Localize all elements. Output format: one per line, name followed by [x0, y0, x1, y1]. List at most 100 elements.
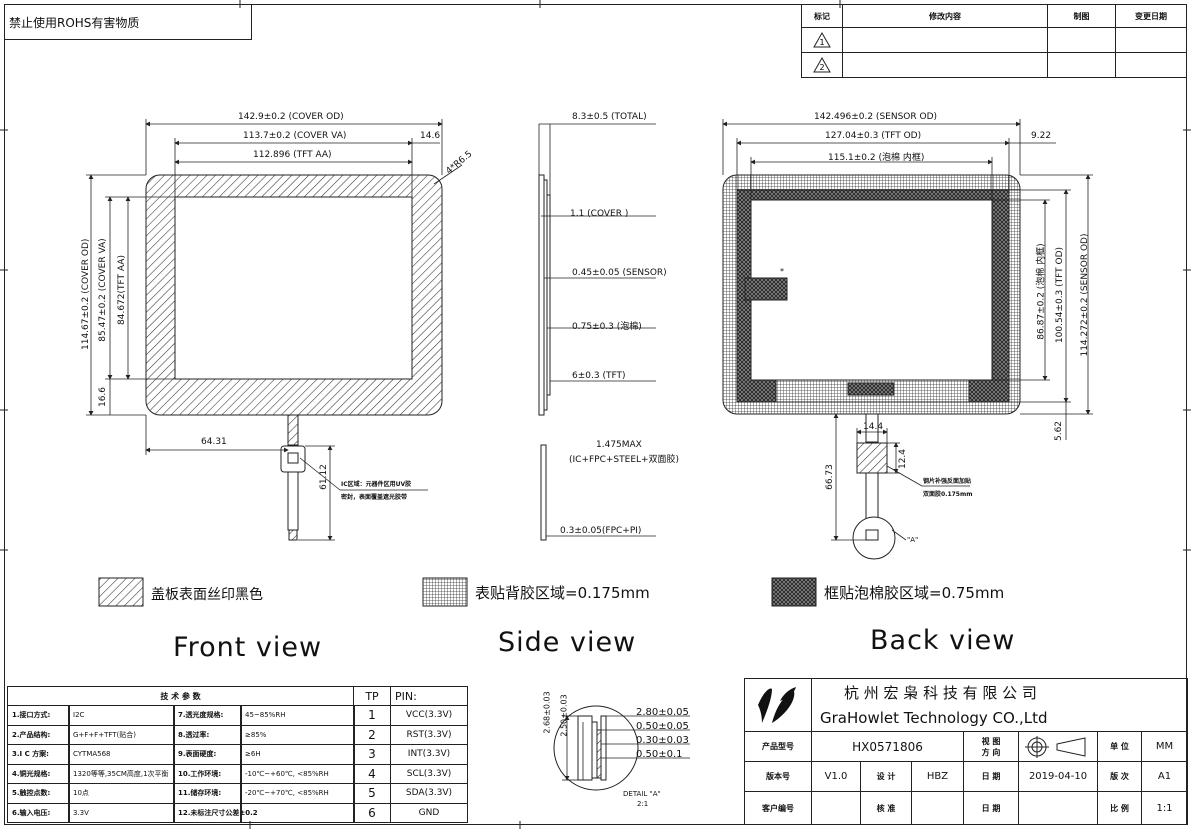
spec-cell: 11.储存环境:: [173, 783, 242, 804]
design-label: 设 计: [860, 761, 912, 792]
date2-label: 日 期: [963, 791, 1019, 825]
detail-dim-4: 0.50±0.05: [636, 721, 689, 732]
detail-scale: 2:1: [637, 800, 649, 808]
spec-cell: 3.3V: [68, 802, 175, 823]
company-logo-icon: [758, 687, 796, 723]
customer-value: [811, 791, 861, 825]
pin-header-pin: PIN:: [390, 686, 468, 706]
legend-swatch-silkscreen: [98, 577, 144, 607]
front-dim-cover-od-h: 114.67±0.2 (COVER OD): [81, 238, 91, 350]
pin-name: VCC(3.3V): [390, 705, 468, 726]
back-stiffener-note-1: 钢片补强反面加贴: [923, 478, 972, 485]
side-dim-max-1: 1.475MAX: [596, 440, 642, 450]
spec-cell: -20℃~+70℃, <85%RH: [240, 783, 355, 804]
front-dim-tft-aa-w: 112.896 (TFT AA): [253, 150, 332, 160]
detail-dim-3: 2.80±0.05: [636, 707, 689, 718]
detail-dim-1: 2.68±0.03: [542, 691, 552, 734]
scale-label: 比 例: [1097, 791, 1142, 825]
spec-cell: 1.接口方式:: [7, 705, 70, 726]
spec-cell: I2C: [68, 705, 175, 726]
front-dim-bottom-border: 16.6: [98, 386, 109, 408]
scale-value: 1:1: [1141, 791, 1188, 825]
spec-cell: CYTMA568: [68, 744, 175, 765]
date-value: 2019-04-10: [1018, 761, 1098, 792]
version-value: V1.0: [811, 761, 861, 792]
spec-cell: [240, 802, 355, 823]
spec-cell: 1320等等,35CM高度,1次平衡: [68, 763, 175, 784]
check-label: 核 准: [860, 791, 912, 825]
front-dim-tft-aa-h: 84.672(TFT AA): [117, 255, 127, 325]
spec-cell: 10点: [68, 783, 175, 804]
front-dim-fpc-offset: 64.31: [201, 437, 227, 447]
revision-triangle-icon: 2: [813, 56, 831, 73]
side-view-title: Side view: [498, 627, 637, 658]
back-view-title: Back view: [870, 625, 1016, 656]
front-dim-right-border: 14.6: [420, 131, 441, 141]
legend-silkscreen-label: 盖板表面丝印黑色: [151, 587, 263, 603]
spec-cell: -10℃~+60℃, <85%RH: [240, 763, 355, 784]
pin-name: GND: [390, 802, 468, 823]
front-view-drawing: [86, 119, 463, 541]
pin-number: 4: [353, 763, 391, 784]
spec-cell: ≥6H: [240, 744, 355, 765]
projection-symbol-icon: [1025, 735, 1086, 758]
spec-cell: G+F+F+TFT(贴合): [68, 724, 175, 745]
detail-a-drawing: [553, 705, 690, 791]
spec-cell: 4.铜光规格:: [7, 763, 70, 784]
back-dim-sensor-od-w: 142.496±0.2 (SENSOR OD): [814, 112, 938, 122]
date2-value: [1018, 791, 1098, 825]
detail-dim-5: 0.30±0.03: [636, 735, 689, 746]
spec-cell: 45~85%RH: [240, 705, 355, 726]
front-dim-cover-od-w: 142.9±0.2 (COVER OD): [238, 112, 344, 122]
front-ic-note-2: 密封，表面覆盖遮光胶带: [341, 494, 408, 501]
back-dim-tft-od-w: 127.04±0.3 (TFT OD): [825, 131, 922, 141]
detail-dim-6: 0.50±0.1: [636, 749, 683, 760]
svg-text:1: 1: [819, 38, 824, 47]
unit-value: MM: [1141, 731, 1188, 762]
revision-triangle-icon: 1: [813, 31, 831, 48]
front-dim-cover-va-w: 113.7±0.2 (COVER VA): [243, 131, 347, 141]
pin-number: 2: [353, 724, 391, 745]
spec-cell: 3.I C 方案:: [7, 744, 70, 765]
side-dim-max-2: (IC+FPC+STEEL+双面胶): [569, 455, 680, 465]
side-dim-sensor: 0.45±0.05 (SENSOR): [572, 268, 667, 278]
pin-number: 3: [353, 744, 391, 765]
pin-name: SCL(3.3V): [390, 763, 468, 784]
rohs-notice: 禁止使用ROHS有害物质: [4, 4, 252, 40]
spec-cell: 2.产品结构:: [7, 724, 70, 745]
pin-header-tp: TP: [353, 686, 391, 706]
spec-title: 技 术 参 数: [7, 686, 354, 706]
company-name-cn: 杭 州 宏 枭 科 技 有 限 公 司: [811, 678, 1188, 705]
design-value: HBZ: [911, 761, 964, 792]
back-dim-right: 9.22: [1031, 131, 1052, 141]
back-dim-tft-od-h: 100.54±0.3 (TFT OD): [1055, 246, 1065, 344]
pin-name: RST(3.3V): [390, 724, 468, 745]
back-mark: *: [780, 267, 784, 276]
pin-number: 5: [353, 783, 391, 804]
front-dim-fpc-length: 61.12: [318, 464, 329, 490]
front-ic-note-1: IC区域：元器件区用UV胶: [341, 481, 412, 488]
side-dim-foam: 0.75±0.3 (泡棉): [572, 322, 642, 332]
pin-name: INT(3.3V): [390, 744, 468, 765]
side-dim-total: 8.3±0.5 (TOTAL): [572, 112, 647, 122]
company-name-en: GraHowlet Technology CO.,Ltd: [811, 704, 1188, 732]
customer-label: 客户编号: [744, 791, 812, 825]
pin-name: SDA(3.3V): [390, 783, 468, 804]
back-dim-fpc-length: 66.73: [824, 464, 835, 490]
unit-label: 单 位: [1097, 731, 1142, 762]
pin-number: 1: [353, 705, 391, 726]
back-dim-stiffener-w: 14.4: [863, 422, 884, 432]
legend-swatch-foam: [771, 577, 817, 607]
side-dim-tft: 6±0.3 (TFT): [572, 371, 626, 381]
view-direction-label: 视 图方 向: [963, 731, 1019, 762]
back-dim-bottom: 5.62: [1054, 420, 1065, 442]
edition-label: 版 次: [1097, 761, 1142, 792]
back-dim-foam-in-h: 86.87±0.2 (泡棉 内框): [1036, 243, 1047, 340]
company-logo: [744, 678, 812, 732]
side-dim-cover: 1.1 (COVER ): [570, 209, 629, 219]
spec-cell: ≥85%: [240, 724, 355, 745]
date-label: 日 期: [963, 761, 1019, 792]
drawing-frame: [4, 4, 1187, 825]
detail-label: DETAIL "A": [623, 790, 661, 798]
